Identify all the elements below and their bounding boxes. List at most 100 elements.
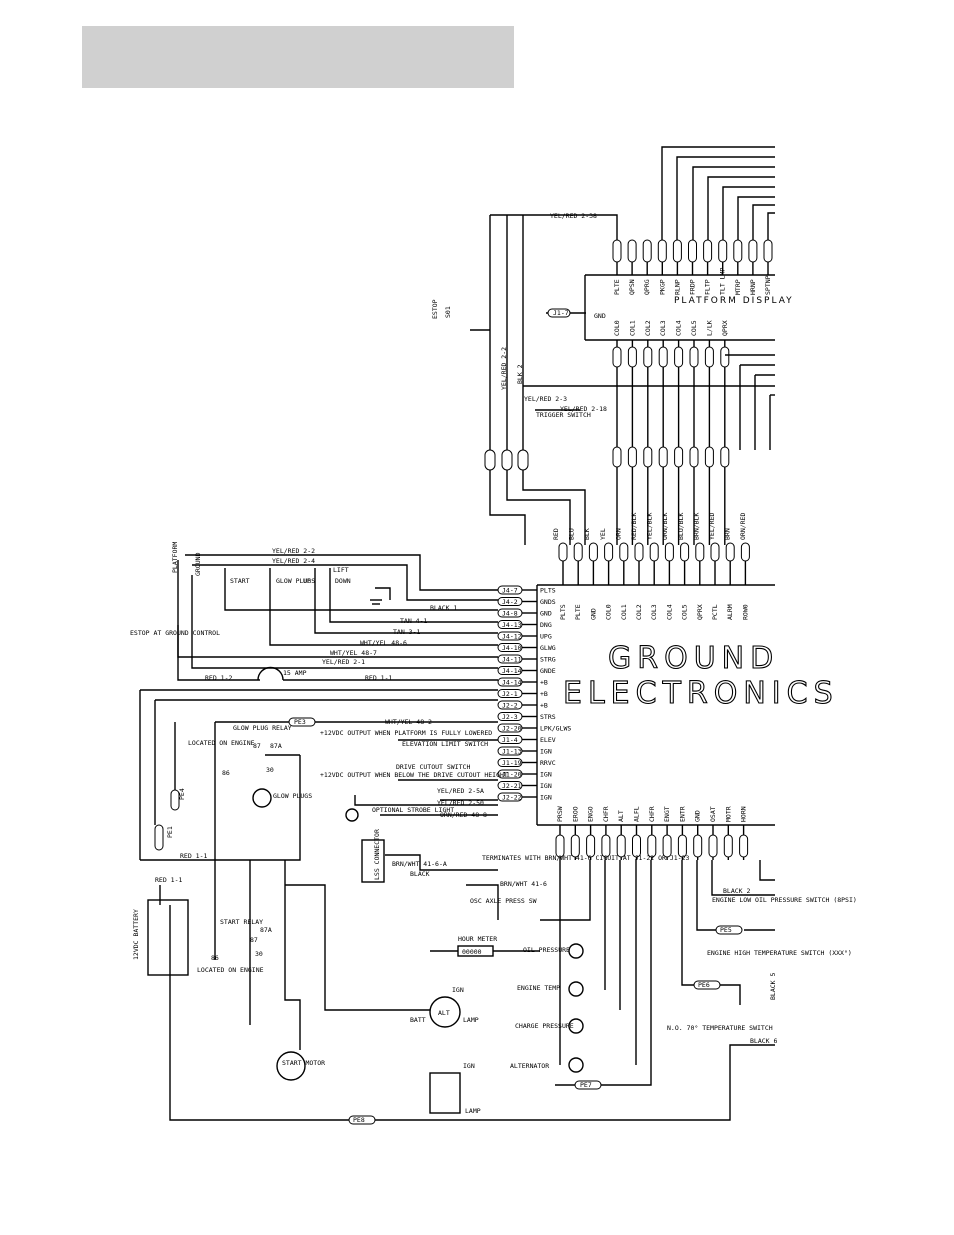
ground-top-connector [604,542,614,562]
ground-top-pin-label: PLTE [574,604,582,620]
ground-top-pin-label: COL0 [605,604,613,620]
no-temp-switch-label: N.O. 70° TEMPERATURE SWITCH [667,1024,773,1032]
platform-bottom-connector [643,346,653,368]
battery-icon [147,899,189,976]
platform-top-pin-label: FRDP [689,279,697,295]
platform-bottom-pin-label: COL1 [628,320,636,336]
platform-lower-connector [643,446,653,468]
ground-left-pin-label: ELEV [540,736,556,744]
header-band [82,26,514,88]
up-label: UP [303,577,311,585]
glow-plugs-switch-label: GLOW PLUGS [276,577,315,585]
connector-pe3: PE3 [294,718,306,726]
ground-left-pin-label: IGN [540,794,552,802]
platform-bottom-connector [720,346,730,368]
alternator-icon [429,996,461,1028]
terminates-note: TERMINATES WITH BRN/WHT 41-6 CICUIT AT J… [482,854,689,862]
hour-meter-value: 00000 [462,948,482,956]
wire-label-tan-3-1: TAN 3-1 [393,628,420,636]
wire-label-yel-red-2-4: YEL/RED 2-4 [272,557,315,565]
ground-top-pin-label: ALRM [726,604,734,620]
ground-left-pin-label: UPG [540,633,552,641]
wire-label-yel-red-2-3: YEL/RED 2-3 [524,395,567,403]
ground-left-connector [497,700,523,710]
ground-left-connector-label: J2-1 [502,690,518,698]
start-relay-label: START RELAY [220,918,263,926]
ground-bottom-pin-label: ENGO [587,806,595,822]
ground-bottom-connector [632,834,641,858]
ground-top-connector [740,542,750,562]
wire-label-tan-4-1: TAN 4-1 [400,617,427,625]
down-label: DOWN [335,577,351,585]
platform-top-connector [748,239,758,263]
output-note-2: +12VDC OUTPUT WHEN BELOW THE DRIVE CUTOU… [320,771,508,779]
ground-top-connector [573,542,583,562]
ground-bottom-connector [601,834,611,858]
wire-label-yel-red-2-5a: YEL/RED 2-5A [437,787,484,795]
ground-left-connector [497,666,523,675]
vertical-trunk [489,470,586,545]
ground-left-pin-label: STRG [540,656,556,664]
ground-left-pin-label: STRS [540,713,556,721]
ground-bottom-connector [555,834,565,858]
ground-top-connector [710,542,720,562]
platform-top-connector [733,239,743,263]
ign-label: IGN [463,1062,475,1070]
alt-batt-label: BATT [410,1016,426,1024]
relay-86: 86 [222,769,230,777]
wire-label-yel-red-2-2b: YEL/RED 2-2 [272,547,315,555]
ground-left-connector [497,769,523,779]
lift-label: LIFT [333,566,349,574]
wire-color-label: YEL/RED [708,513,716,540]
platform-lower-connector [627,446,637,468]
ground-top-connector [695,542,705,562]
ground-bottom-pin-label: HORN [740,806,748,822]
platform-bottom-pin-label: COL5 [690,320,698,336]
connector-pe1: PE1 [166,826,174,838]
platform-top-pin-label: RLNP [673,279,681,295]
ground-title: GROUND [608,641,779,676]
ground-left-pin-label: +B [540,690,548,698]
wire-label-yel-red-2-38: YEL/RED 2-38 [550,212,597,220]
drive-cutout-label: DRIVE CUTOUT SWITCH [396,763,470,771]
platform-bottom-pin-label: L/LK [705,320,713,336]
platform-top-pin-label: TLT LMP [719,268,727,295]
ground-top-pin-label: COL5 [681,604,689,620]
relay-87a: 87A [270,742,282,750]
ground-left-pin-label: IGN [540,771,552,779]
wire-label-wht-yel-48-6: WHT/YEL 48-6 [360,639,407,647]
ground-left-pin-label: DNG [540,621,552,629]
ground-left-connector-label: J2-20 [502,725,522,733]
ground-left-connector-label: J1-20 [502,771,522,779]
wire-label-red-1-1b: RED 1-1 [180,852,207,860]
ground-top-pin-label: COL1 [620,604,628,620]
wire-color-label: YEL/BLK [646,513,654,540]
ground-bottom-pin-label: ALFL [633,806,641,822]
ground-left-pin-label: GNDS [540,598,556,606]
ground-bottom-pin-label: CHFR [602,806,610,822]
start-motor-icon [276,1051,306,1081]
ground-bottom-pin-label: ENGT [663,806,671,822]
platform-top-pin-label: PKGP [658,279,666,295]
ground-bottom-connector [647,834,657,858]
glow-plug-relay-label: GLOW PLUG RELAY [233,724,292,732]
wire-color-label: YEL [599,528,607,540]
wire-label-red-1-2: RED 1-2 [205,674,232,682]
wire-color-label: ORN [614,528,622,540]
alt-lamp-label: LAMP [463,1016,479,1024]
ground-left-connector-label: J1-13 [502,748,522,756]
ground-left-connector [497,723,523,733]
relay-87: 87 [253,742,261,750]
platform-bottom-connector [658,346,668,368]
platform-top-connector [642,239,652,263]
platform-bottom-connector [674,346,684,368]
ground-left-connector-label: J1-19 [502,759,522,767]
ground-left-connector-label: J4-7 [502,587,518,595]
ground-left-connector [497,689,523,698]
ground-left-pin-label: PLTS [540,587,556,595]
ground-left-pin-label: IGN [540,748,552,756]
lss-connector-label: LSS CONNECTOR [373,829,381,880]
alternator-lamp-icon [568,1057,584,1073]
ground-bottom-pin-label: OSAT [709,806,717,822]
ground-left-connector-label: J4-10 [502,644,522,652]
